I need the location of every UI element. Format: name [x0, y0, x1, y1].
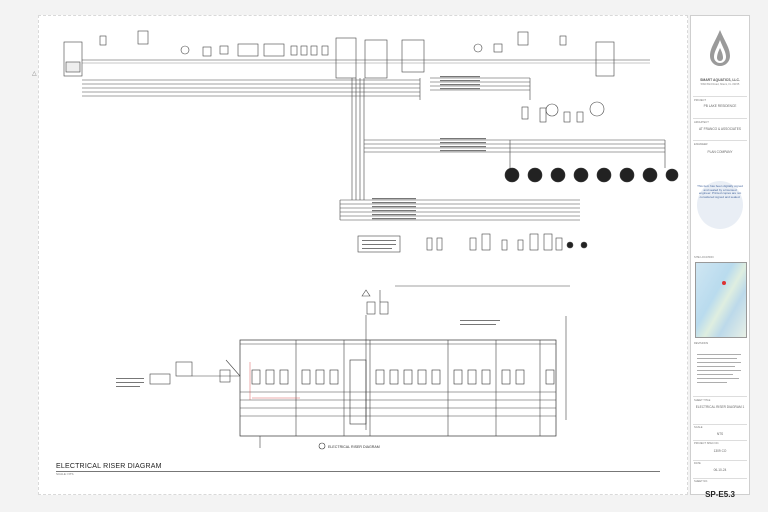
section-callout: ELECTRICAL RISER DIAGRAM [318, 442, 380, 450]
project-label: PROJECT [694, 99, 707, 102]
architect-label: ARCHITECT [694, 121, 709, 124]
title-block: SMART AQUATICS, LLC. 5990 Bird Road, Mia… [690, 15, 750, 499]
site-location-label: SITE LOCATION [694, 256, 714, 259]
date-label: DATE [694, 462, 701, 465]
water-drop-logo-icon [710, 30, 730, 66]
site-marker-icon [722, 281, 726, 285]
project-value: PB LAKE RESIDENCE [703, 104, 737, 108]
divider [693, 96, 747, 97]
company-name: SMART AQUATICS, LLC. [700, 78, 740, 82]
scale-value: NTS [716, 432, 724, 436]
project-no-value: 1309 CO [713, 449, 727, 453]
divider [693, 424, 747, 425]
project-no-label: PROJECT SPEC NO. [694, 442, 720, 445]
date-value: 06-10-24 [713, 468, 727, 472]
sheet-no-label: SHEET NO. [694, 480, 708, 483]
architect-value: AT FRANCO & ASSOCIATES [699, 127, 741, 131]
divider [693, 118, 747, 119]
drawing-title: ELECTRICAL RISER DIAGRAM [56, 463, 162, 470]
divider [693, 396, 747, 397]
divider [693, 440, 747, 441]
engineer-label: ENGINEER [694, 143, 708, 146]
drawing-scale-note: SCALE: NTS [56, 472, 74, 476]
revision-lines [697, 354, 741, 383]
revisions-list [695, 352, 745, 390]
drawing-sheet [38, 15, 688, 495]
revisions-label: REVISIONS [694, 342, 709, 345]
warning-triangle-icon: △ [32, 71, 37, 77]
engineer-value: PLAN COMPANY [707, 150, 733, 154]
riser-diagram-drawing [63, 30, 679, 448]
divider [693, 140, 747, 141]
site-location-map [695, 262, 747, 338]
sheet-title-value: ELECTRICAL RISER DIAGRAM 1 [695, 405, 745, 409]
scale-label: SCALE [694, 426, 703, 429]
section-label: ELECTRICAL RISER DIAGRAM [328, 445, 380, 449]
company-address: 5990 Bird Road, Miami, FL 33155 [700, 83, 740, 86]
title-underline [56, 471, 660, 472]
sheet-title-label: SHEET TITLE [694, 399, 711, 402]
engineer-seal [697, 181, 743, 229]
divider [693, 460, 747, 461]
sheet-number: SP-E5.3 [705, 490, 735, 499]
divider [693, 478, 747, 479]
seal-statement: This item has been digitally signed and … [697, 184, 743, 199]
